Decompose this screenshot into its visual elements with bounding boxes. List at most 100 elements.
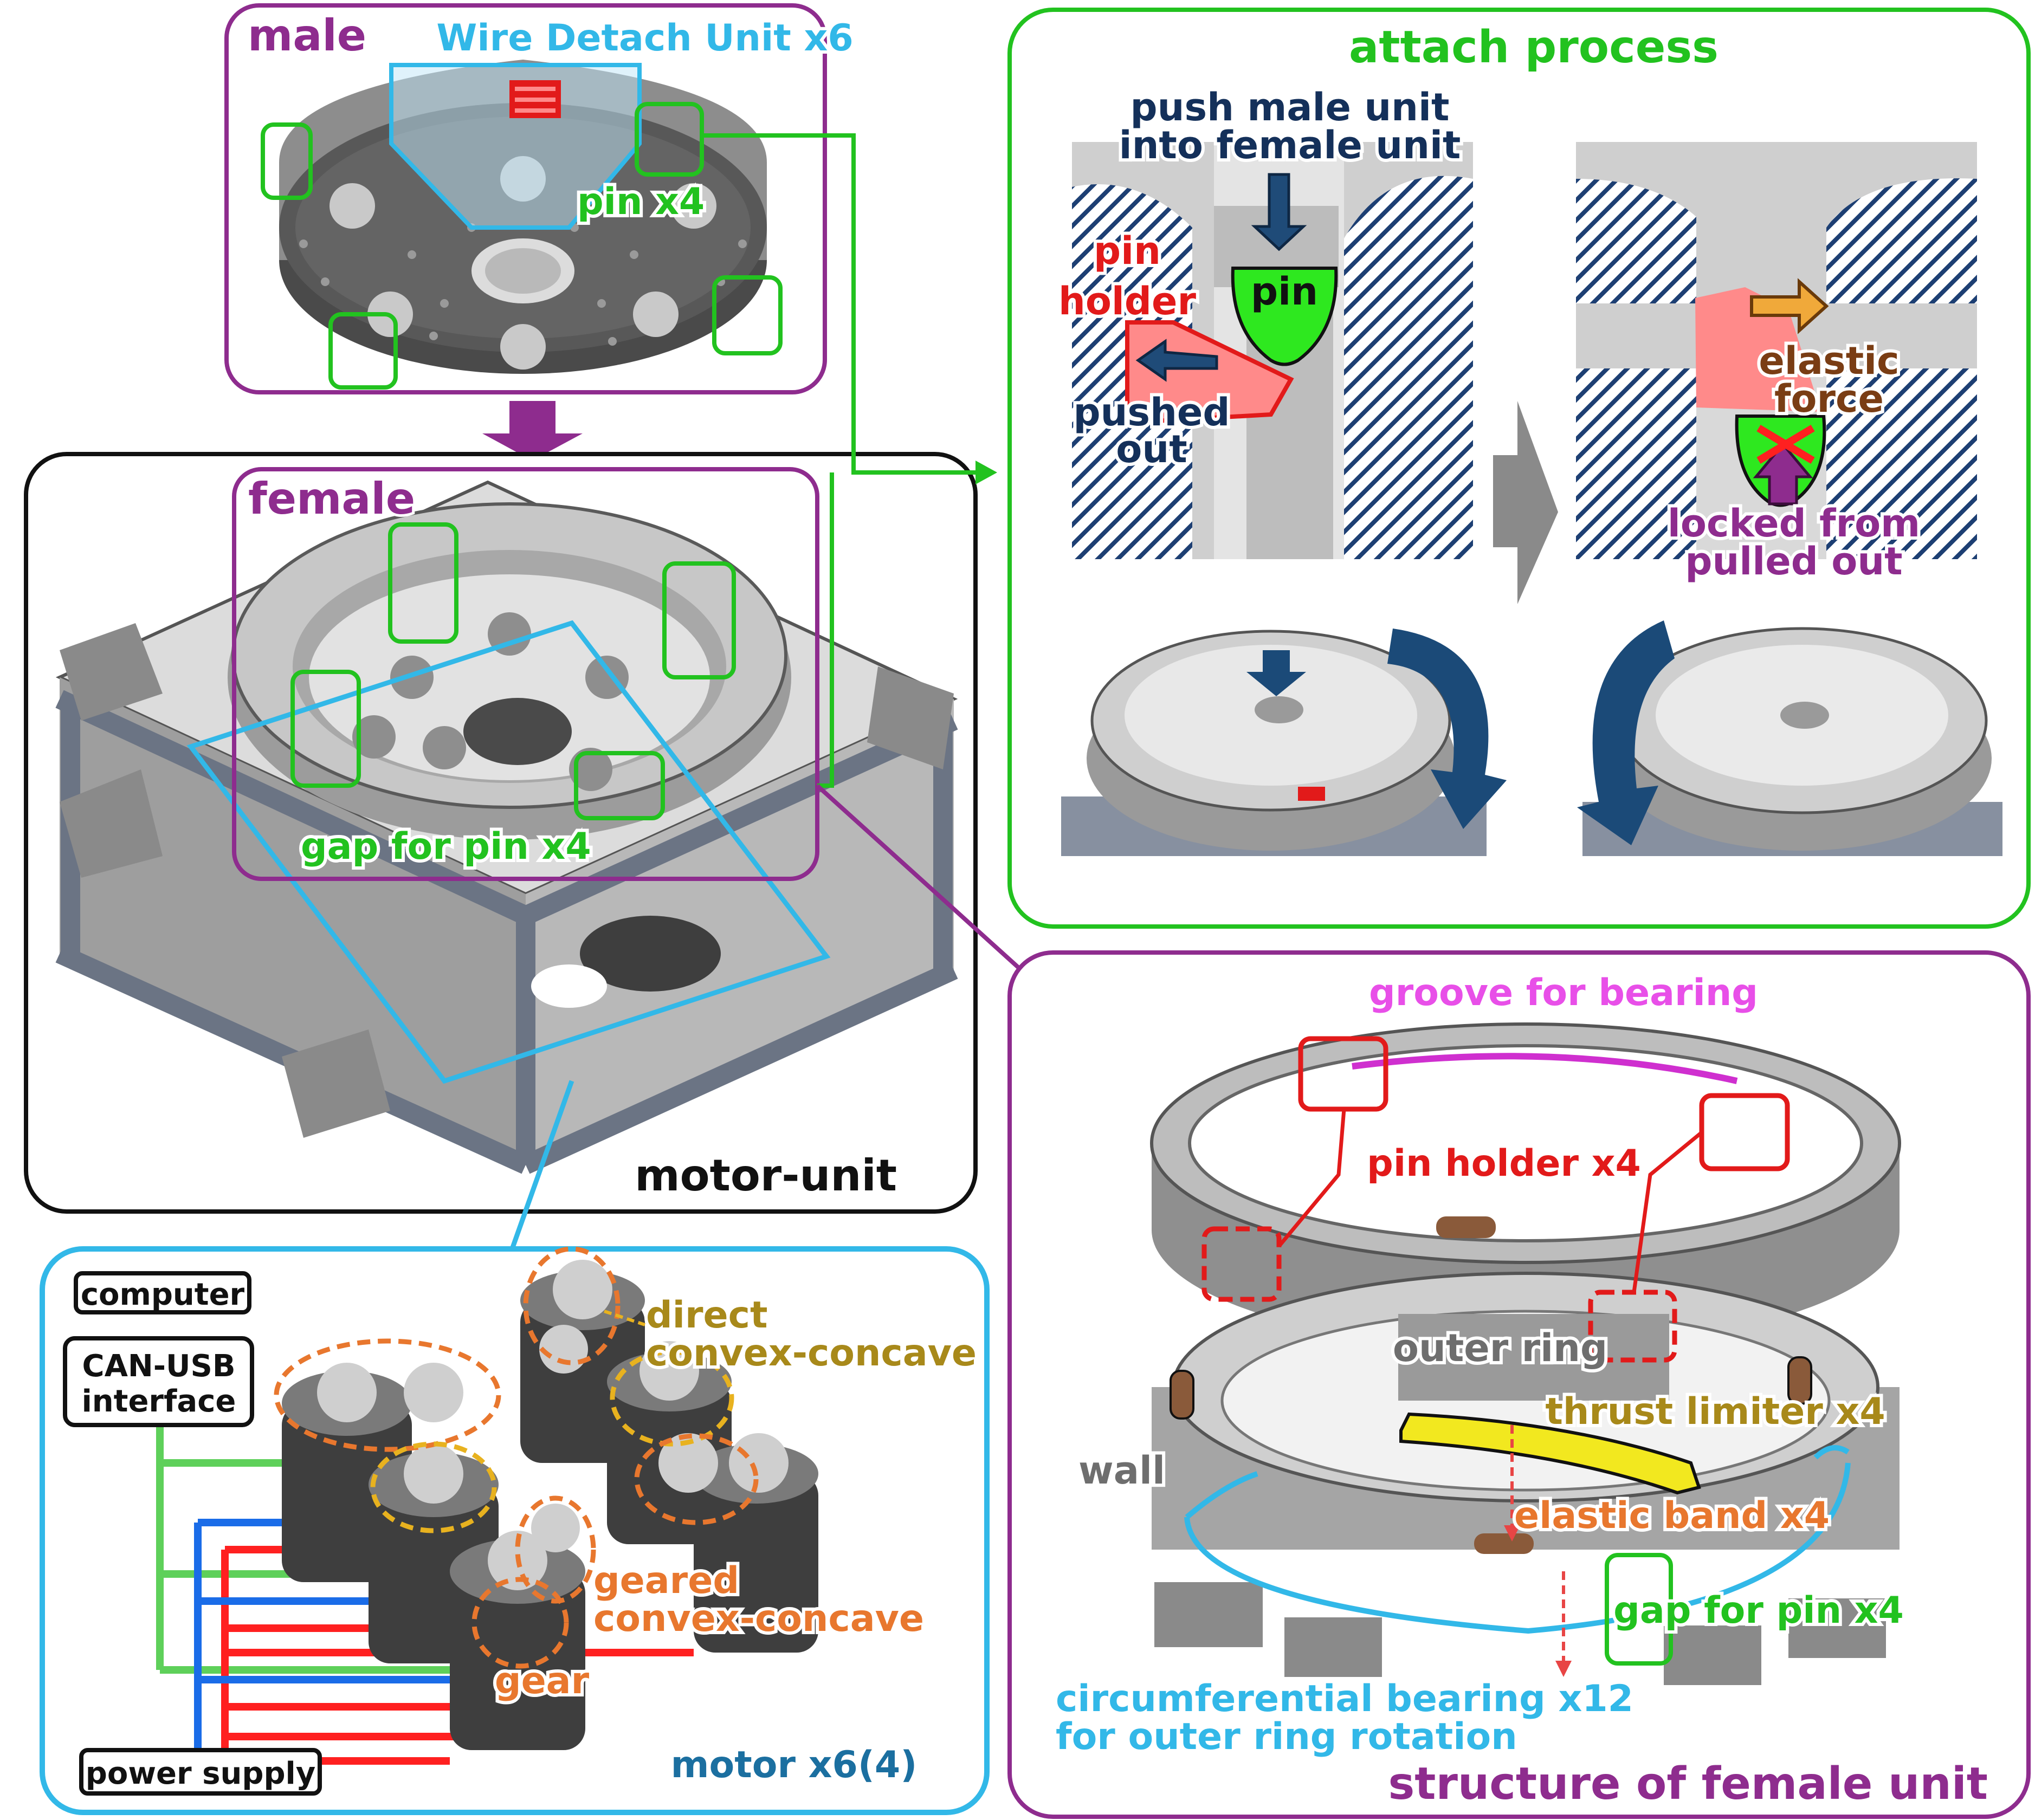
base-ring-illustration: [1152, 1272, 1900, 1685]
motor-connector: [509, 1080, 574, 1250]
gap-connector-line: [817, 472, 834, 788]
pin-holder-label: pin holder x4: [1367, 1142, 1641, 1185]
attach-detail-after: [1576, 142, 1977, 559]
rotation-arrow-cw: [1387, 629, 1507, 829]
computer-box: [74, 1271, 251, 1314]
elastic-force-label-line1: elastic: [1759, 339, 1899, 383]
power-supply-label: power supply: [86, 1756, 315, 1791]
outer-ring-label: outer ring: [1393, 1326, 1607, 1370]
attach-title: attach process: [1349, 22, 1719, 73]
wire-detach-unit-outline: [389, 63, 642, 230]
geared-label-line2: convex-concave: [593, 1597, 924, 1640]
elastic-force-arrow: [1750, 278, 1829, 334]
pin-holder-box-2: [1699, 1093, 1790, 1171]
pin-holder-shape-after: [1695, 287, 1821, 412]
male-pin-box-3: [712, 275, 783, 355]
direct-outline-2: [610, 1349, 734, 1447]
can-usb-label-line1: CAN-USB: [82, 1349, 235, 1384]
structure-gap-box: [1605, 1553, 1673, 1666]
computer-label: computer: [81, 1277, 245, 1312]
rotation-arrow-ccw: [1577, 620, 1675, 845]
pin-holder-label-line1: pin: [1094, 229, 1161, 273]
can-usb-box: [63, 1336, 254, 1427]
motor-unit-label: motor-unit: [635, 1150, 897, 1201]
male-pin-box-1: [261, 122, 313, 200]
female-pin-gap-box-4: [574, 751, 665, 820]
male-to-female-arrow: [482, 401, 583, 461]
bearing-label-line2: for outer ring rotation: [1056, 1715, 1517, 1758]
pin-connector-line: [702, 133, 975, 475]
female-pin-gap-box-3: [290, 670, 361, 788]
female-gap-label: gap for pin x4: [301, 825, 591, 868]
female-title: female: [248, 474, 415, 524]
wall-label: wall: [1078, 1448, 1165, 1493]
pushed-out-arrow: [1135, 339, 1218, 382]
process-next-arrow: [1493, 401, 1558, 604]
pin-shape: [1231, 267, 1338, 366]
locked-label-line2: pulled out: [1685, 539, 1902, 584]
push-down-arrow: [1251, 173, 1307, 251]
elastic-band-label: elastic band x4: [1514, 1494, 1830, 1537]
male-pin-box-2: [635, 102, 704, 177]
geared-label-line1: geared: [593, 1559, 739, 1602]
elastic-force-label-line2: force: [1774, 377, 1884, 421]
gear-label: gear: [495, 1660, 590, 1702]
male-panel: male Wire Detach Unit x6 pin x4: [224, 3, 857, 394]
female-structure-connector: [816, 784, 1039, 987]
groove-line: [1352, 1053, 1738, 1084]
power-supply-box: [79, 1748, 322, 1796]
bearing-outline: [1184, 1462, 1851, 1634]
pin-holder-box-3: [1201, 1226, 1282, 1302]
thrust-limiter-label: thrust limiter x4: [1545, 1390, 1885, 1433]
pushed-out-label-line1: pushed: [1073, 390, 1230, 435]
attach-detail-before: [1072, 142, 1473, 559]
locked-label-line1: locked from: [1668, 501, 1920, 546]
gear-outline-3: [515, 1495, 596, 1604]
pushed-out-label-line2: out: [1116, 427, 1187, 471]
attach-connector-arrowhead: [975, 461, 997, 484]
pin-holder-leader-1: [1277, 1109, 1346, 1248]
motors-panel: computer CAN-USB interface power supply …: [40, 1246, 990, 1815]
attach-rotation-before: [1061, 610, 1507, 856]
direct-label-line2: convex-concave: [646, 1332, 977, 1375]
pin-holder-box-4: [1588, 1290, 1677, 1363]
direct-leader: [604, 1310, 645, 1326]
direct-label-line1: direct: [646, 1294, 767, 1337]
motor-illustrations: [282, 1260, 818, 1750]
attach-rotation-after: [1577, 610, 2002, 856]
attach-process-panel: attach process push male unit into femal…: [1007, 8, 2031, 929]
push-label-line2: into female unit: [1119, 123, 1461, 167]
gear-outline-1: [523, 1246, 621, 1365]
push-label-line1: push male unit: [1130, 85, 1450, 129]
pin-holder-leader-2: [1632, 1131, 1703, 1293]
male-pin-label: pin x4: [577, 180, 705, 223]
pin-holder-shape: [1125, 320, 1294, 425]
structure-panel: groove for bearing pin holder x4 outer r…: [1007, 950, 2031, 1819]
female-pin-gap-box-2: [662, 561, 736, 679]
female-frame: [232, 467, 819, 881]
male-title: male: [248, 10, 366, 61]
thrust-limiter-shape: [1399, 1412, 1701, 1495]
rotation-push-arrow: [1246, 650, 1306, 696]
male-unit-illustration: [279, 60, 767, 374]
gear-outline-4: [471, 1577, 569, 1669]
motor-region-outline: [186, 620, 831, 1084]
pull-up-arrow: [1753, 442, 1813, 506]
female-pin-gap-box-1: [388, 522, 458, 644]
gear-outline-2: [634, 1433, 759, 1525]
pin-holder-label-line2: holder: [1058, 279, 1197, 323]
motor-count-label: motor x6(4): [671, 1744, 918, 1786]
motor-unit-panel: female gap for pin x4 motor-unit: [24, 452, 978, 1214]
gear-pair-outline: [274, 1338, 501, 1452]
motor-unit-frame-illustration: [55, 480, 958, 1174]
bearing-label-line1: circumferential bearing x12: [1056, 1677, 1633, 1720]
wire-detach-unit-label: Wire Detach Unit x6: [436, 17, 853, 60]
power-wiring-blue: [194, 1519, 455, 1773]
block-cross-2: [1756, 424, 1815, 464]
groove-label: groove for bearing: [1369, 971, 1758, 1014]
structure-gap-label: gap for pin x4: [1613, 1589, 1904, 1632]
male-pin-box-4: [328, 312, 398, 390]
outer-ring-illustration: [1150, 1022, 1901, 1349]
pin-label: pin: [1251, 269, 1318, 314]
